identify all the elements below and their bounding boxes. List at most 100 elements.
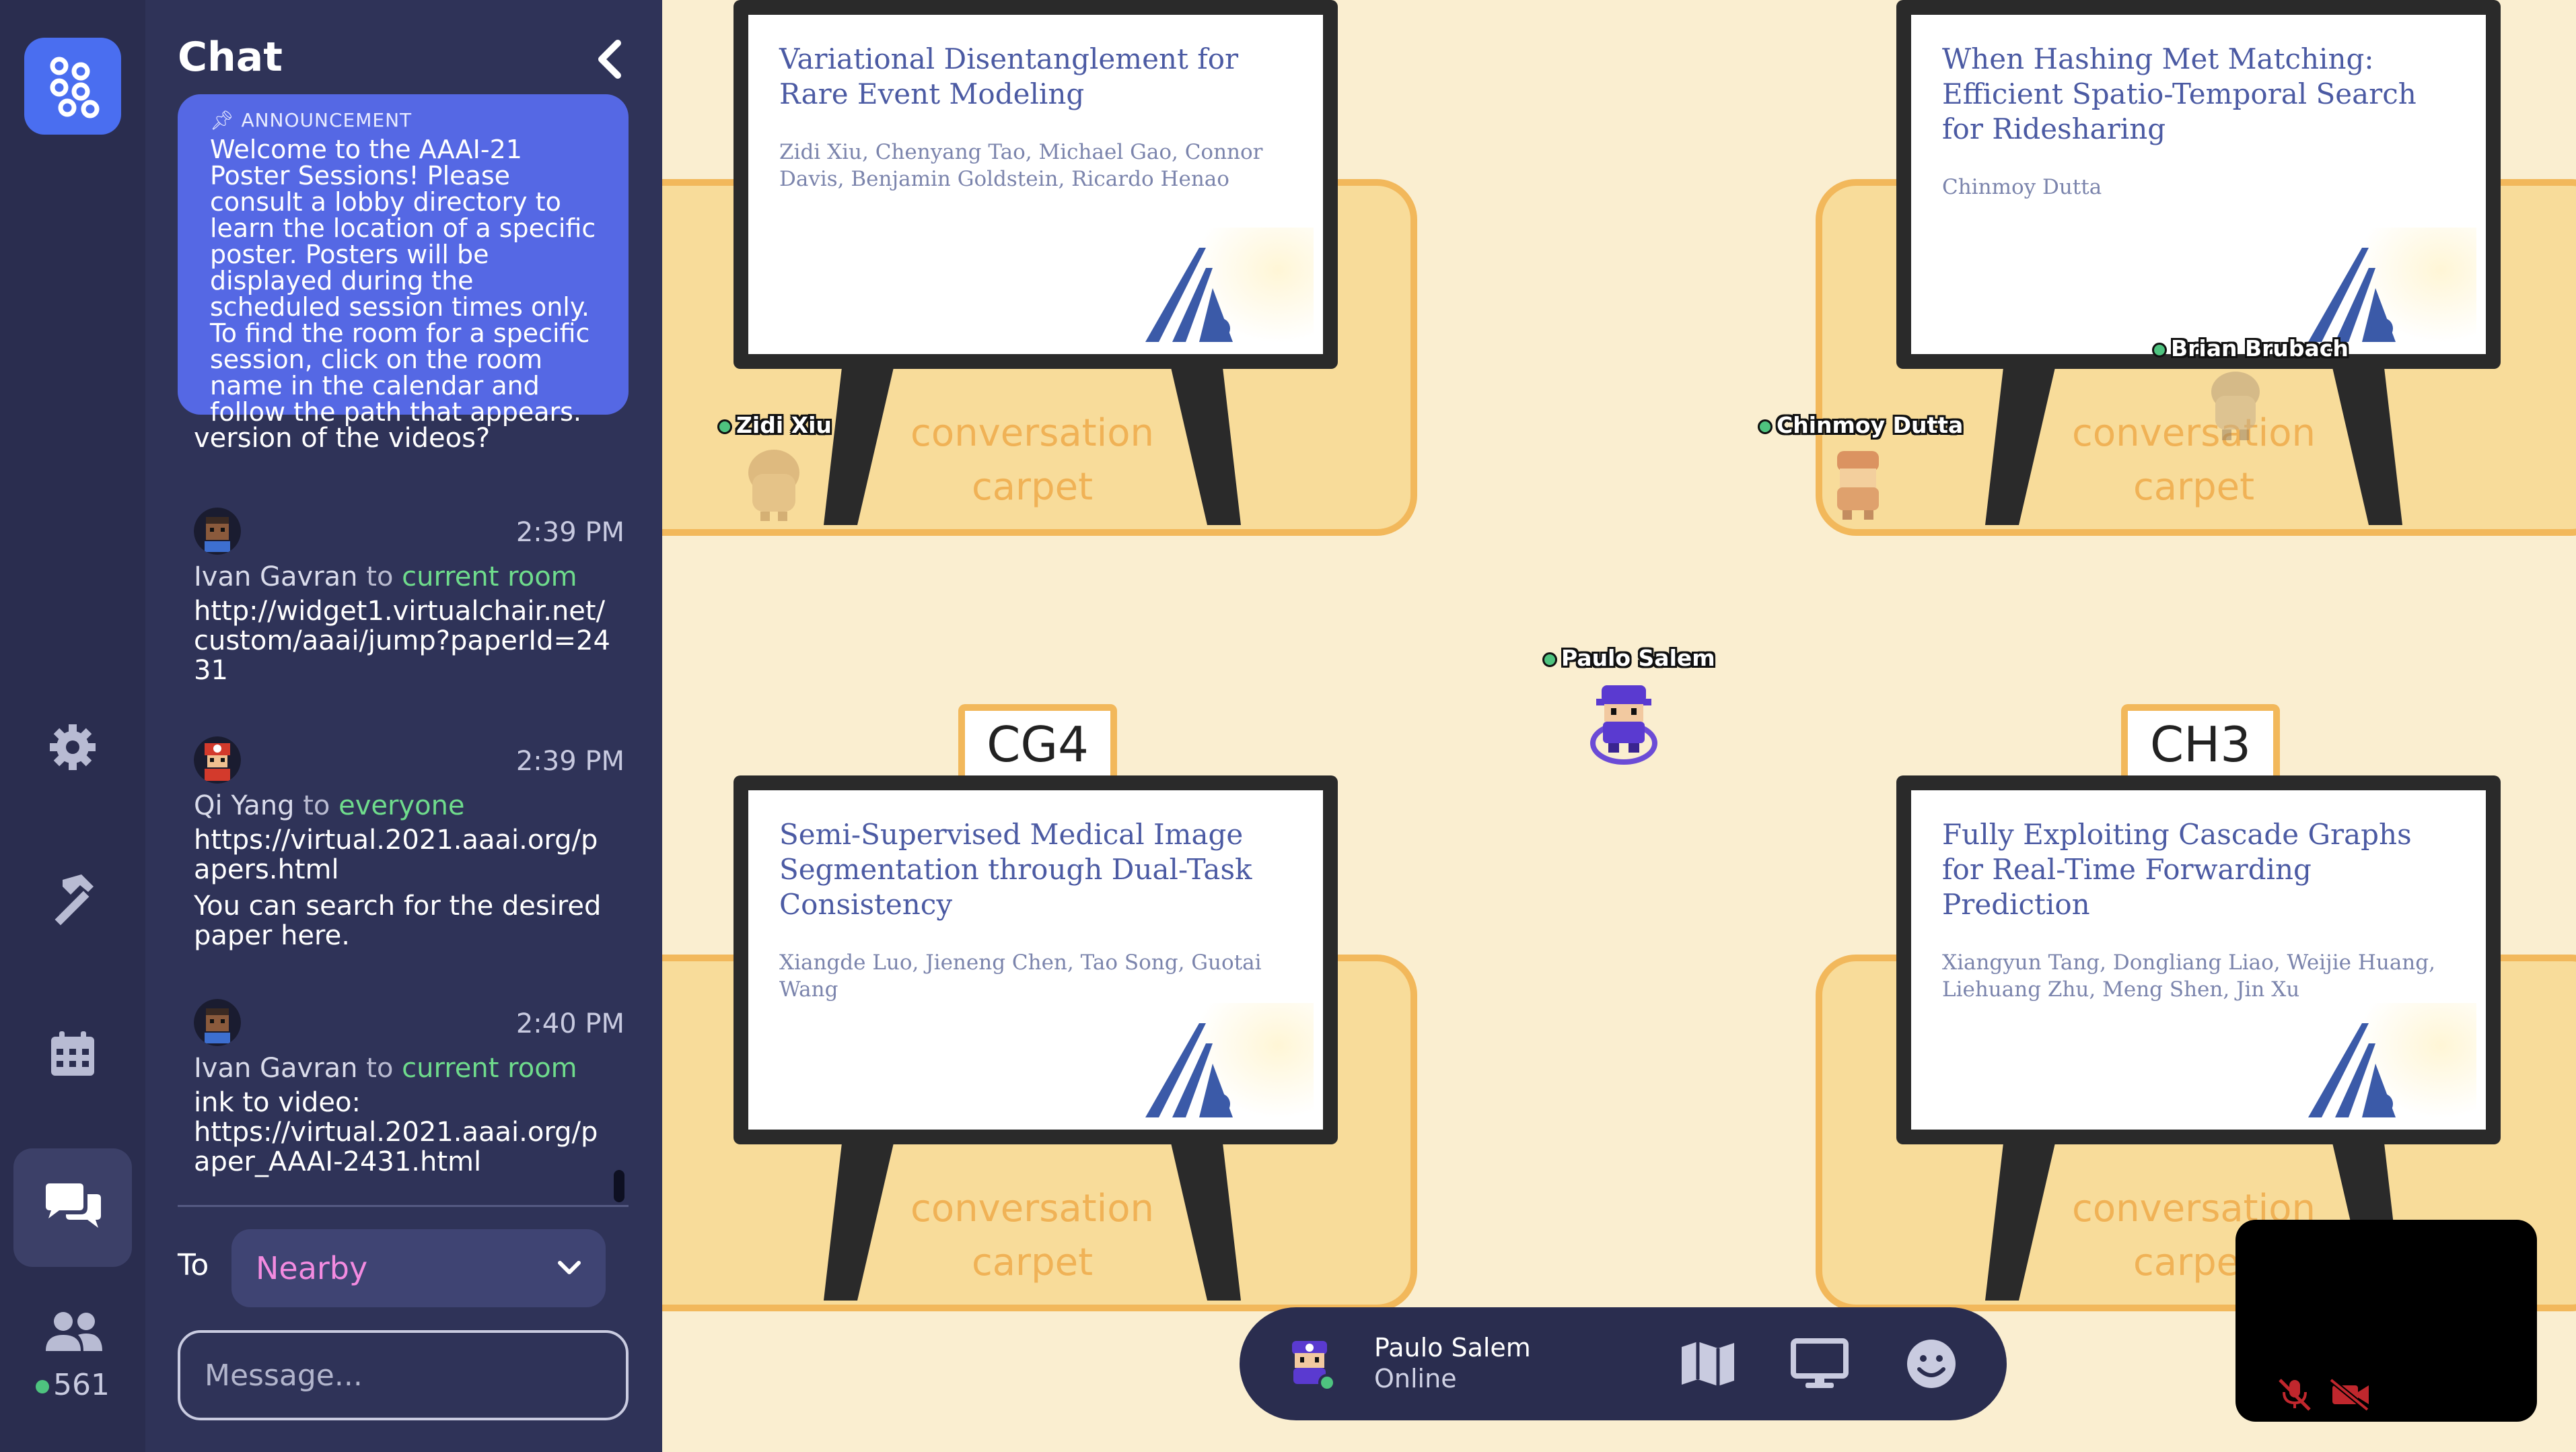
message-input[interactable] xyxy=(178,1330,629,1420)
chat-title: Chat xyxy=(178,34,283,81)
chevron-down-icon xyxy=(558,1261,581,1274)
recipient-value: Nearby xyxy=(256,1250,368,1286)
camera-off-icon[interactable] xyxy=(2328,1377,2371,1411)
announcement-card: 📌︎ ANNOUNCEMENT Welcome to the AAAI-21 P… xyxy=(178,94,629,425)
avatar xyxy=(194,508,241,555)
message-list[interactable]: version of the videos? 2:39 PM Ivan Gavr… xyxy=(178,417,649,1205)
message-body: You can search for the desired paper her… xyxy=(194,891,602,951)
sender-name: Qi Yang xyxy=(194,790,295,821)
room-tag: CG4 xyxy=(958,704,1117,785)
message-time: 2:39 PM xyxy=(515,746,624,777)
gather-logo-icon[interactable] xyxy=(24,38,121,135)
aaai-logo-icon xyxy=(1145,1003,1314,1124)
poster-stand xyxy=(824,1126,1241,1301)
poster-board[interactable]: When Hashing Met Matching: Efficient Spa… xyxy=(1896,0,2501,369)
screen-share-icon[interactable] xyxy=(1786,1330,1853,1397)
message-header: Ivan Gavran to current room xyxy=(194,1053,577,1084)
player-name-tag: Zidi Xiu xyxy=(717,412,832,438)
player-bar: Paulo Salem Online xyxy=(1240,1307,2007,1420)
room-tag: CH3 xyxy=(2121,704,2280,785)
video-preview[interactable] xyxy=(2235,1220,2537,1422)
message-link[interactable]: https://virtual.2021.aaai.org/paper_AAAI… xyxy=(194,1117,598,1177)
avatar[interactable] xyxy=(1283,1337,1336,1391)
carpet-label-line: carpet xyxy=(2133,465,2255,509)
to-word: to xyxy=(366,561,394,592)
player-sprite[interactable] xyxy=(740,447,808,525)
hammer-icon[interactable] xyxy=(13,839,132,957)
aaai-logo-icon xyxy=(1145,228,1314,349)
online-dot-icon xyxy=(36,1380,49,1393)
message-body[interactable]: http://widget1.virtualchair.net/custom/a… xyxy=(194,596,610,686)
poster-board[interactable]: Fully Exploiting Cascade Graphs for Real… xyxy=(1896,775,2501,1144)
message-time: 2:40 PM xyxy=(515,1008,624,1039)
status-dot-icon xyxy=(1758,419,1773,434)
poster-board[interactable]: Semi-Supervised Medical Image Segmentati… xyxy=(734,775,1338,1144)
gear-icon[interactable] xyxy=(13,688,132,806)
chat-message: 2:39 PM Ivan Gavran to current room http… xyxy=(194,508,624,710)
message-target: current room xyxy=(402,561,577,592)
map-icon[interactable] xyxy=(1674,1330,1742,1397)
poster-authors: Xiangde Luo, Jieneng Chen, Tao Song, Guo… xyxy=(779,950,1262,1002)
chat-scrollbar[interactable] xyxy=(614,1170,624,1202)
carpet-label-line: carpet xyxy=(971,465,1094,509)
sender-name: Ivan Gavran xyxy=(194,561,358,592)
sender-name: Ivan Gavran xyxy=(194,1053,358,1084)
chat-message: 2:40 PM Ivan Gavran to current room ink … xyxy=(194,999,624,1201)
avatar xyxy=(194,736,241,784)
chat-message: 2:39 PM Qi Yang to everyone https://virt… xyxy=(194,736,624,952)
emoji-icon[interactable] xyxy=(1898,1330,1965,1397)
carpet-label-line: carpet xyxy=(971,1241,1094,1284)
poster-stand xyxy=(824,350,1241,525)
recipient-select[interactable]: Nearby xyxy=(231,1229,606,1307)
poster-stand xyxy=(1985,350,2402,525)
left-rail: 561 xyxy=(0,0,145,1452)
carpet-label-line: carpet xyxy=(2133,1241,2255,1284)
announcement-text: Welcome to the AAAI-21 Poster Sessions! … xyxy=(210,135,596,427)
player-sprite[interactable] xyxy=(2202,369,2269,447)
player-name-tag: Paulo Salem xyxy=(1542,645,1715,671)
poster-title: Fully Exploiting Cascade Graphs for Real… xyxy=(1942,818,2412,921)
carpet-label: conversation carpet xyxy=(1992,407,2396,514)
carpet-label-line: conversation xyxy=(2072,411,2316,455)
pin-icon: 📌︎ xyxy=(210,109,235,131)
player-name-tag: Brian Brubach xyxy=(2152,335,2349,361)
message-link[interactable]: https://virtual.2021.aaai.org/papers.htm… xyxy=(194,825,598,885)
poster-title: Variational Disentanglement for Rare Eve… xyxy=(779,42,1239,110)
poster-title: When Hashing Met Matching: Efficient Spa… xyxy=(1942,42,2417,145)
poster-title: Semi-Supervised Medical Image Segmentati… xyxy=(779,818,1252,921)
status-dot-icon xyxy=(1542,652,1557,667)
announcement-label: ANNOUNCEMENT xyxy=(241,109,413,131)
message-target: everyone xyxy=(338,790,465,821)
game-map[interactable]: conversation carpet Variational Disentang… xyxy=(662,0,2576,1452)
message-header: Qi Yang to everyone xyxy=(194,790,465,821)
status-dot-icon xyxy=(2152,342,2167,357)
mic-off-icon[interactable] xyxy=(2273,1377,2316,1411)
chat-icon[interactable] xyxy=(13,1148,132,1267)
calendar-icon[interactable] xyxy=(13,995,132,1113)
player-status: Online xyxy=(1374,1364,1457,1393)
message-body: ink to video: xyxy=(194,1087,361,1118)
player-sprite[interactable] xyxy=(1828,446,1888,524)
player-name-tag: Chinmoy Dutta xyxy=(1758,412,1963,438)
poster-authors: Chinmoy Dutta xyxy=(1942,175,2102,199)
people-icon[interactable] xyxy=(13,1299,132,1367)
message-header: Ivan Gavran to current room xyxy=(194,561,577,592)
chat-panel: Chat 📌︎ ANNOUNCEMENT Welcome to the AAAI… xyxy=(145,0,662,1452)
truncated-message-text: version of the videos? xyxy=(194,423,491,454)
poster-board[interactable]: Variational Disentanglement for Rare Eve… xyxy=(734,0,1338,369)
status-dot-icon xyxy=(717,419,732,434)
message-target: current room xyxy=(402,1053,577,1084)
player-name: Paulo Salem xyxy=(1374,1333,1531,1362)
aaai-logo-icon xyxy=(2308,1003,2476,1124)
divider xyxy=(178,1205,629,1207)
player-sprite-self[interactable] xyxy=(1587,681,1661,769)
to-word: to xyxy=(303,790,330,821)
poster-authors: Zidi Xiu, Chenyang Tao, Michael Gao, Con… xyxy=(779,140,1263,191)
to-label: To xyxy=(178,1248,209,1282)
room-tag-label: CG4 xyxy=(965,711,1110,778)
collapse-chevron-icon[interactable] xyxy=(589,38,633,81)
poster-authors: Xiangyun Tang, Dongliang Liao, Weijie Hu… xyxy=(1942,950,2435,1002)
